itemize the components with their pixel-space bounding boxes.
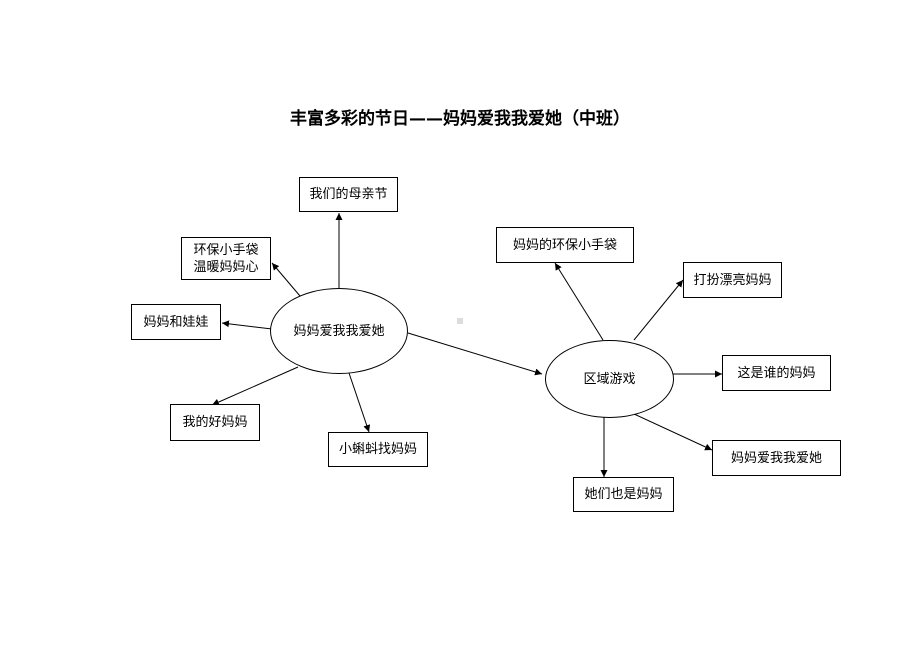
node-love-her: 妈妈爱我我爱她 xyxy=(712,440,841,476)
node-eco-bag-right: 妈妈的环保小手袋 xyxy=(496,227,634,263)
arrow-to-mama-baby xyxy=(221,320,273,330)
node-eco-bag-left: 环保小手袋 温暖妈妈心 xyxy=(181,237,271,280)
node-good-mama: 我的好妈妈 xyxy=(170,404,260,441)
node-mother-day: 我们的母亲节 xyxy=(299,177,398,212)
arrow-to-dress-up xyxy=(633,279,684,341)
center-node-left: 妈妈爱我我爱她 xyxy=(270,288,408,374)
arrow-to-eco-bag-right xyxy=(554,262,604,341)
page-title: 丰富多彩的节日——妈妈爱我我爱她（中班） xyxy=(290,109,630,129)
arrow-to-eco-bag-left xyxy=(271,262,301,297)
node-mama-baby: 妈妈和娃娃 xyxy=(131,304,221,340)
node-tadpole: 小蝌蚪找妈妈 xyxy=(328,432,428,467)
arrow-to-tadpole xyxy=(348,372,371,433)
node-dress-up: 打扮漂亮妈妈 xyxy=(683,262,782,298)
node-she-is-mama: 她们也是妈妈 xyxy=(573,477,674,512)
center-node-right: 区域游戏 xyxy=(545,340,674,418)
arrow-to-area-games xyxy=(407,332,543,376)
arrow-to-good-mama xyxy=(211,366,299,406)
stray-mark xyxy=(457,318,463,324)
node-whose-mama: 这是谁的妈妈 xyxy=(722,355,831,391)
arrow-to-love-her xyxy=(633,413,713,451)
center-node-left-label: 妈妈爱我我爱她 xyxy=(293,323,385,339)
center-node-right-label: 区域游戏 xyxy=(583,371,636,387)
